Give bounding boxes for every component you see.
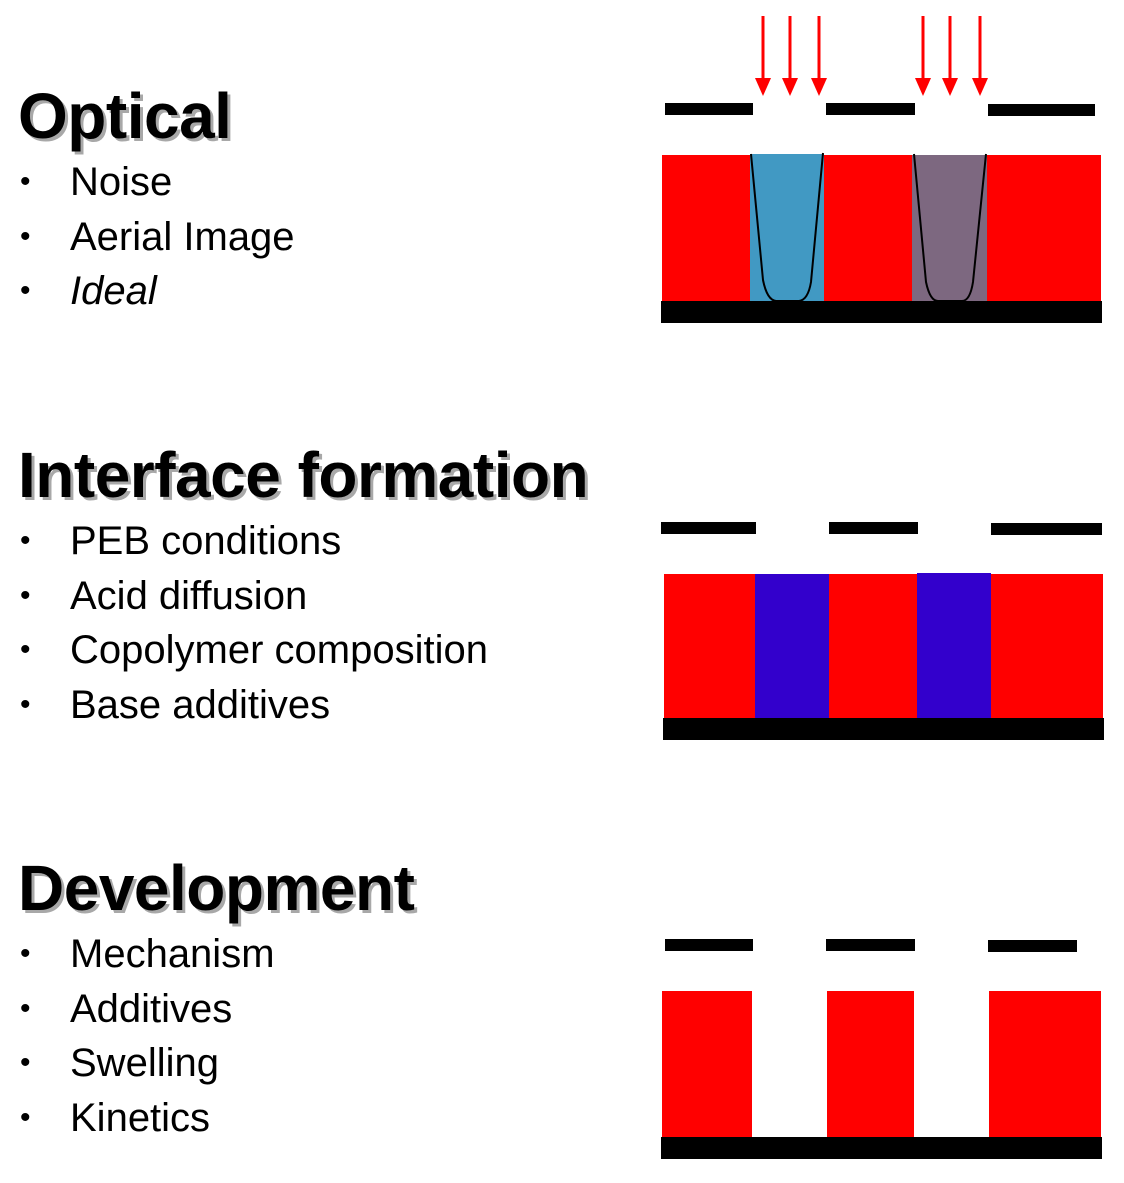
arrow-down-icon xyxy=(972,16,988,96)
bullet-text: PEB conditions xyxy=(70,519,342,563)
development-diagram xyxy=(661,939,1102,1159)
bullet-icon: • xyxy=(20,578,31,612)
substrate xyxy=(663,718,1104,740)
optical-diagram xyxy=(661,16,1102,323)
bullet-icon: • xyxy=(20,524,31,557)
light-arrows xyxy=(755,16,988,96)
section-title-interface-formation: Interface formation xyxy=(18,439,589,511)
mask-bar xyxy=(988,104,1095,116)
arrow-down-icon xyxy=(811,16,827,96)
exposed-region xyxy=(750,154,824,302)
acid-region xyxy=(755,574,829,719)
mask-bar xyxy=(665,103,753,115)
resist-line xyxy=(662,991,752,1138)
resist-layer xyxy=(662,155,1101,302)
acid-region xyxy=(917,573,991,719)
bullet-text: Noise xyxy=(70,160,173,204)
substrate xyxy=(661,1137,1102,1159)
bullet-text: Ideal xyxy=(70,269,157,313)
bullet-text: Aerial Image xyxy=(70,214,295,259)
bullet-icon: • xyxy=(20,687,31,721)
arrow-down-icon xyxy=(755,16,771,96)
arrow-down-icon xyxy=(915,16,931,96)
section-title-development: Development xyxy=(18,852,415,924)
mask-bar xyxy=(826,939,915,951)
section-title-optical: Optical xyxy=(18,80,232,152)
bullet-icon: • xyxy=(20,1100,31,1134)
bullet-text: Kinetics xyxy=(70,1095,211,1140)
mask-bar xyxy=(826,103,915,115)
bullet-text: Mechanism xyxy=(70,932,275,976)
resist-line xyxy=(827,991,914,1138)
bullet-text: Base additives xyxy=(70,682,331,727)
interface-diagram xyxy=(661,522,1104,740)
bullet-icon: • xyxy=(20,991,31,1025)
mask-bar xyxy=(991,523,1102,535)
substrate xyxy=(661,301,1102,323)
mask-bar xyxy=(829,522,918,534)
mask-bar xyxy=(665,939,753,951)
bullet-text: Additives xyxy=(70,986,233,1031)
bullet-icon: • xyxy=(20,165,31,198)
bullet-icon: • xyxy=(20,274,31,307)
bullet-icon: • xyxy=(20,633,31,666)
bullet-text: Swelling xyxy=(70,1041,219,1085)
bullet-icon: • xyxy=(20,937,31,970)
mask-bar xyxy=(661,522,756,534)
exposed-region xyxy=(912,155,987,302)
bullet-icon: • xyxy=(20,219,31,253)
arrow-down-icon xyxy=(942,16,958,96)
bullet-text: Acid diffusion xyxy=(70,573,308,618)
mask-bar xyxy=(988,940,1077,952)
resist-line xyxy=(989,991,1101,1138)
bullet-text: Copolymer composition xyxy=(70,628,488,672)
resist-layer xyxy=(664,574,1103,719)
arrow-down-icon xyxy=(782,16,798,96)
bullet-icon: • xyxy=(20,1046,31,1079)
